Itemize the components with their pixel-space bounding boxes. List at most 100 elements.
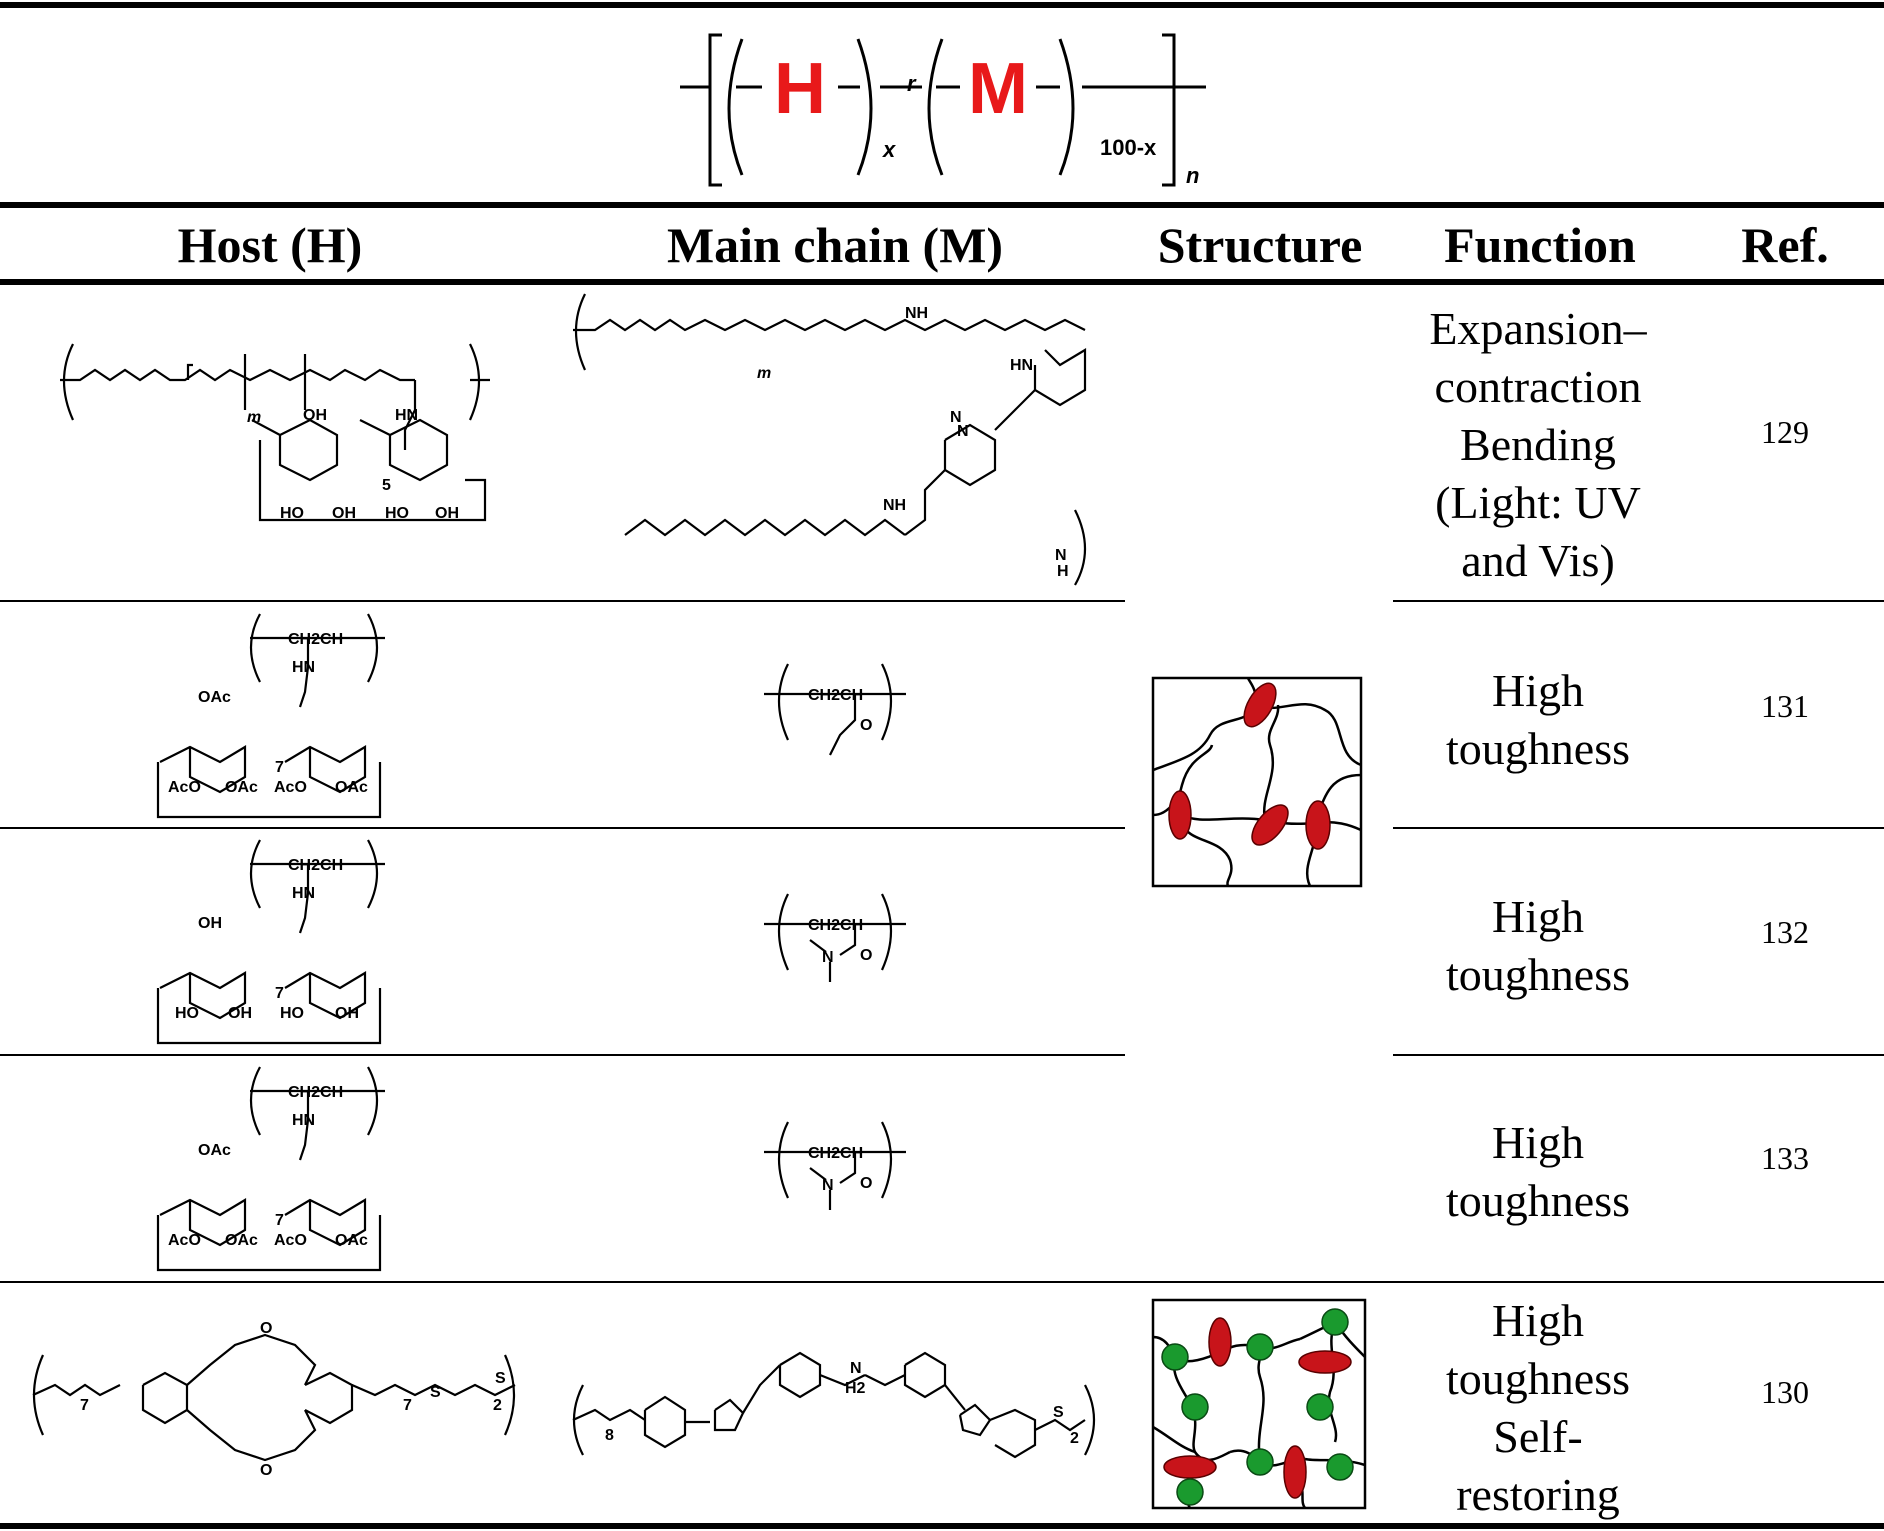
main-symbol: M <box>968 49 1028 129</box>
n-label: N <box>950 409 962 426</box>
function-row-2: High toughness <box>1393 662 1683 778</box>
general-formula: H M x r 100-x n <box>680 33 1206 188</box>
subscript-m: m <box>757 365 771 382</box>
aco-label: AcO <box>168 1232 201 1249</box>
subscript-7: 7 <box>80 1397 89 1414</box>
oh-label: OH <box>228 1005 252 1022</box>
subscript-2: 2 <box>493 1397 502 1414</box>
o-label: O <box>260 1462 272 1479</box>
oac-label: OAc <box>225 1232 258 1249</box>
hn-label: HN <box>292 1112 315 1129</box>
header-function: Function <box>1444 217 1636 273</box>
main-chain-structure-row-1: NH HN N N NH N H m <box>573 293 1087 586</box>
host-structure-row-4: CH2CH HN OAc AcO OAc AcO OAc 7 <box>156 1066 385 1272</box>
green-bead <box>1181 1393 1209 1421</box>
function-line: Expansion– <box>1429 303 1647 354</box>
red-ring-bead <box>1168 790 1192 840</box>
subscript-7: 7 <box>403 1397 412 1414</box>
hn-label: HN <box>292 885 315 902</box>
host-structure-row-1: OH HN HO OH HO OH 5 m <box>60 343 490 522</box>
function-row-3: High toughness <box>1393 888 1683 1004</box>
oac-label: OAc <box>198 689 231 706</box>
structure-diagram-rings <box>1151 676 1363 888</box>
main-chain-structure-row-5: 8 N H2 S 2 <box>572 1351 1095 1459</box>
row-sep-1a <box>0 600 1125 602</box>
subscript-7: 7 <box>275 985 284 1002</box>
nh-label: NH <box>905 305 928 322</box>
subscript-5: 5 <box>382 477 391 494</box>
green-bead <box>1161 1343 1189 1371</box>
function-line: toughness <box>1446 1353 1630 1404</box>
n-label: N <box>822 1177 834 1194</box>
subscript-x: x <box>882 137 896 162</box>
function-line: contraction <box>1434 361 1642 412</box>
main-chain-structure-row-3: CH2CH N O <box>764 893 906 982</box>
row-sep-2a <box>0 827 1125 829</box>
function-row-4: High toughness <box>1393 1114 1683 1230</box>
ref-row-2: 131 <box>1761 688 1809 724</box>
n-label: N <box>822 949 834 966</box>
subscript-m: m <box>247 409 261 426</box>
ho-label: HO <box>280 1005 304 1022</box>
host-symbol: H <box>774 49 826 129</box>
subscript-100-x: 100-x <box>1100 135 1157 160</box>
function-line: restoring <box>1456 1469 1620 1520</box>
main-chain-structure-row-4: CH2CH N O <box>764 1121 906 1210</box>
red-bead-group <box>1168 682 1331 850</box>
host-structure-row-3: CH2CH HN OH HO OH HO OH 7 <box>156 839 385 1045</box>
function-line: High <box>1492 665 1584 716</box>
header-main-chain: Main chain (M) <box>666 217 1004 273</box>
oh-label: OH <box>335 1005 359 1022</box>
oac-label: OAc <box>335 779 368 796</box>
oh-label: OH <box>332 505 356 522</box>
s-label: S <box>495 1370 506 1387</box>
ref-row-4: 133 <box>1761 1140 1809 1176</box>
n-label: N <box>957 423 969 440</box>
ref-row-3: 132 <box>1761 914 1809 950</box>
bottom-rule <box>0 1523 1884 1529</box>
function-line: toughness <box>1446 1175 1630 1226</box>
o-label: O <box>860 1175 872 1192</box>
green-bead <box>1176 1478 1204 1506</box>
oh-label: OH <box>198 915 222 932</box>
structure-diagram-rings-and-beads <box>1151 1298 1367 1510</box>
ho-label: HO <box>175 1005 199 1022</box>
n-label: N <box>1055 547 1067 564</box>
ch2ch-label: CH2CH <box>808 687 863 704</box>
function-row-5: High toughness Self- restoring <box>1393 1292 1683 1524</box>
host-structure-row-5: 7 7 S S 2 O O <box>32 1320 516 1479</box>
host-structure-row-2: CH2CH HN OAc AcO OAc AcO OAc 7 <box>156 613 385 819</box>
hn-label: HN <box>292 659 315 676</box>
ch2ch-label: CH2CH <box>808 1145 863 1162</box>
function-line: High <box>1492 891 1584 942</box>
nh-label: NH <box>883 497 906 514</box>
ch2ch-label: CH2CH <box>808 917 863 934</box>
s-label: S <box>430 1384 441 1401</box>
superscript-r: r <box>907 71 917 96</box>
main-chain-structure-row-2: CH2CH O <box>764 663 906 756</box>
green-bead <box>1306 1393 1334 1421</box>
ch2ch-label: CH2CH <box>288 857 343 874</box>
header-bottom-rule <box>0 279 1884 285</box>
o-label: O <box>860 947 872 964</box>
red-ring-bead <box>1283 1445 1307 1499</box>
ref-row-5: 130 <box>1761 1374 1809 1410</box>
oac-label: OAc <box>335 1232 368 1249</box>
row-sep-3a <box>0 1054 1125 1056</box>
function-line: toughness <box>1446 723 1630 774</box>
red-ring-bead <box>1243 682 1277 728</box>
oh-label: OH <box>435 505 459 522</box>
function-line: (Light: UV <box>1435 477 1641 528</box>
o-label: O <box>260 1320 272 1337</box>
ch2ch-label: CH2CH <box>288 631 343 648</box>
function-row-1: Expansion– contraction Bending (Light: U… <box>1393 300 1683 590</box>
subscript-n: n <box>1186 163 1199 188</box>
subscript-7: 7 <box>275 1212 284 1229</box>
top-rule <box>0 2 1884 8</box>
oac-label: OAc <box>198 1142 231 1159</box>
aco-label: AcO <box>168 779 201 796</box>
header-top-rule <box>0 202 1884 208</box>
row-sep-3b <box>1393 1054 1884 1056</box>
n-label: N <box>850 1360 862 1377</box>
ho-label: HO <box>385 505 409 522</box>
